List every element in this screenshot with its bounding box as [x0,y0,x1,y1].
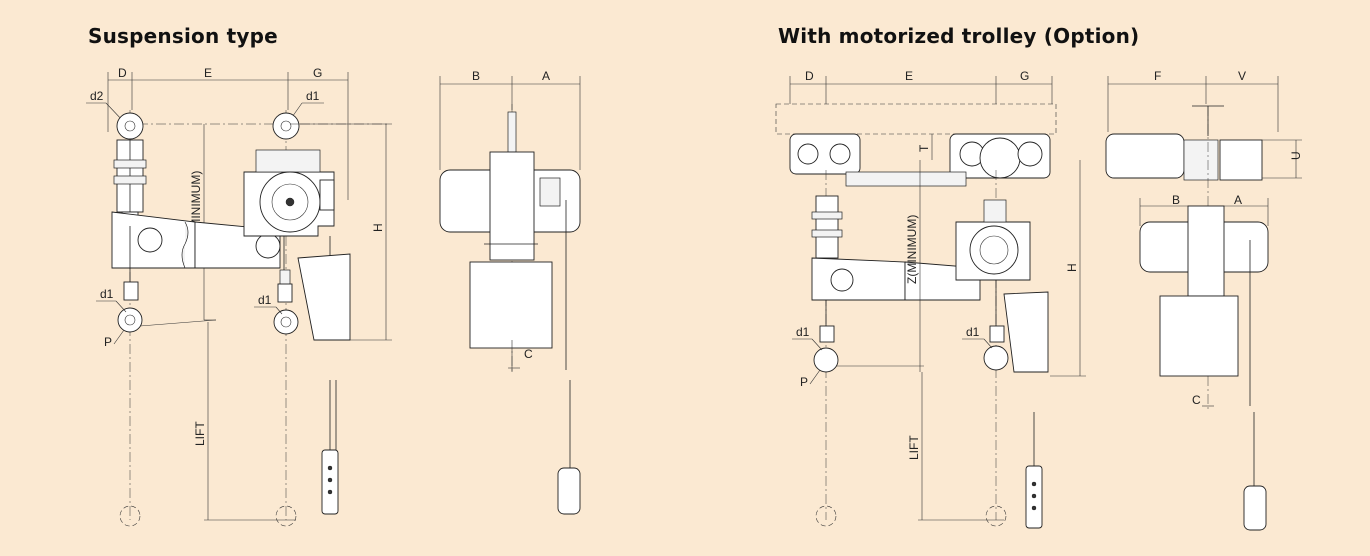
suspension-type-title: Suspension type [88,24,278,48]
label-d2: d2 [90,89,104,103]
dim-G-trolley: G [1020,69,1029,83]
dim-F: F [1154,69,1161,83]
dim-V: V [1238,69,1246,83]
dim-D-trolley: D [805,69,814,83]
suspension-front-view: D E G d2 d1 Z(MINIMUM) [86,66,392,527]
dim-D: D [118,66,127,80]
dim-B: B [472,69,480,83]
dim-A: A [542,69,550,83]
label-d1-top: d1 [306,89,320,103]
dim-H: H [371,223,385,232]
dim-T: T [917,144,931,152]
dim-H-trolley: H [1065,263,1079,272]
dim-B-trolley: B [1172,193,1180,207]
label-P: P [104,335,112,349]
dim-LIFT-trolley: LIFT [907,435,921,460]
trolley-front-view: D E G T Z(MINIMUM) [775,69,1086,529]
suspension-side-view: B A C [439,69,581,515]
label-d1-trolley-right: d1 [966,325,980,339]
trolley-side-view: F V U B A C [1105,69,1303,531]
motorized-trolley-title: With motorized trolley (Option) [778,24,1140,48]
dim-C: C [524,347,533,361]
label-d1-trolley-left: d1 [796,325,810,339]
label-P-trolley: P [800,375,808,389]
label-d1-right: d1 [258,293,272,307]
dim-E-trolley: E [905,69,913,83]
dim-LIFT: LIFT [193,421,207,446]
dim-A-trolley: A [1234,193,1242,207]
label-d1-left: d1 [100,287,114,301]
dim-C-trolley: C [1192,393,1201,407]
dim-U: U [1289,151,1303,160]
dim-E: E [204,66,212,80]
dim-Z-trolley: Z(MINIMUM) [905,215,919,284]
dim-G: G [313,66,322,80]
